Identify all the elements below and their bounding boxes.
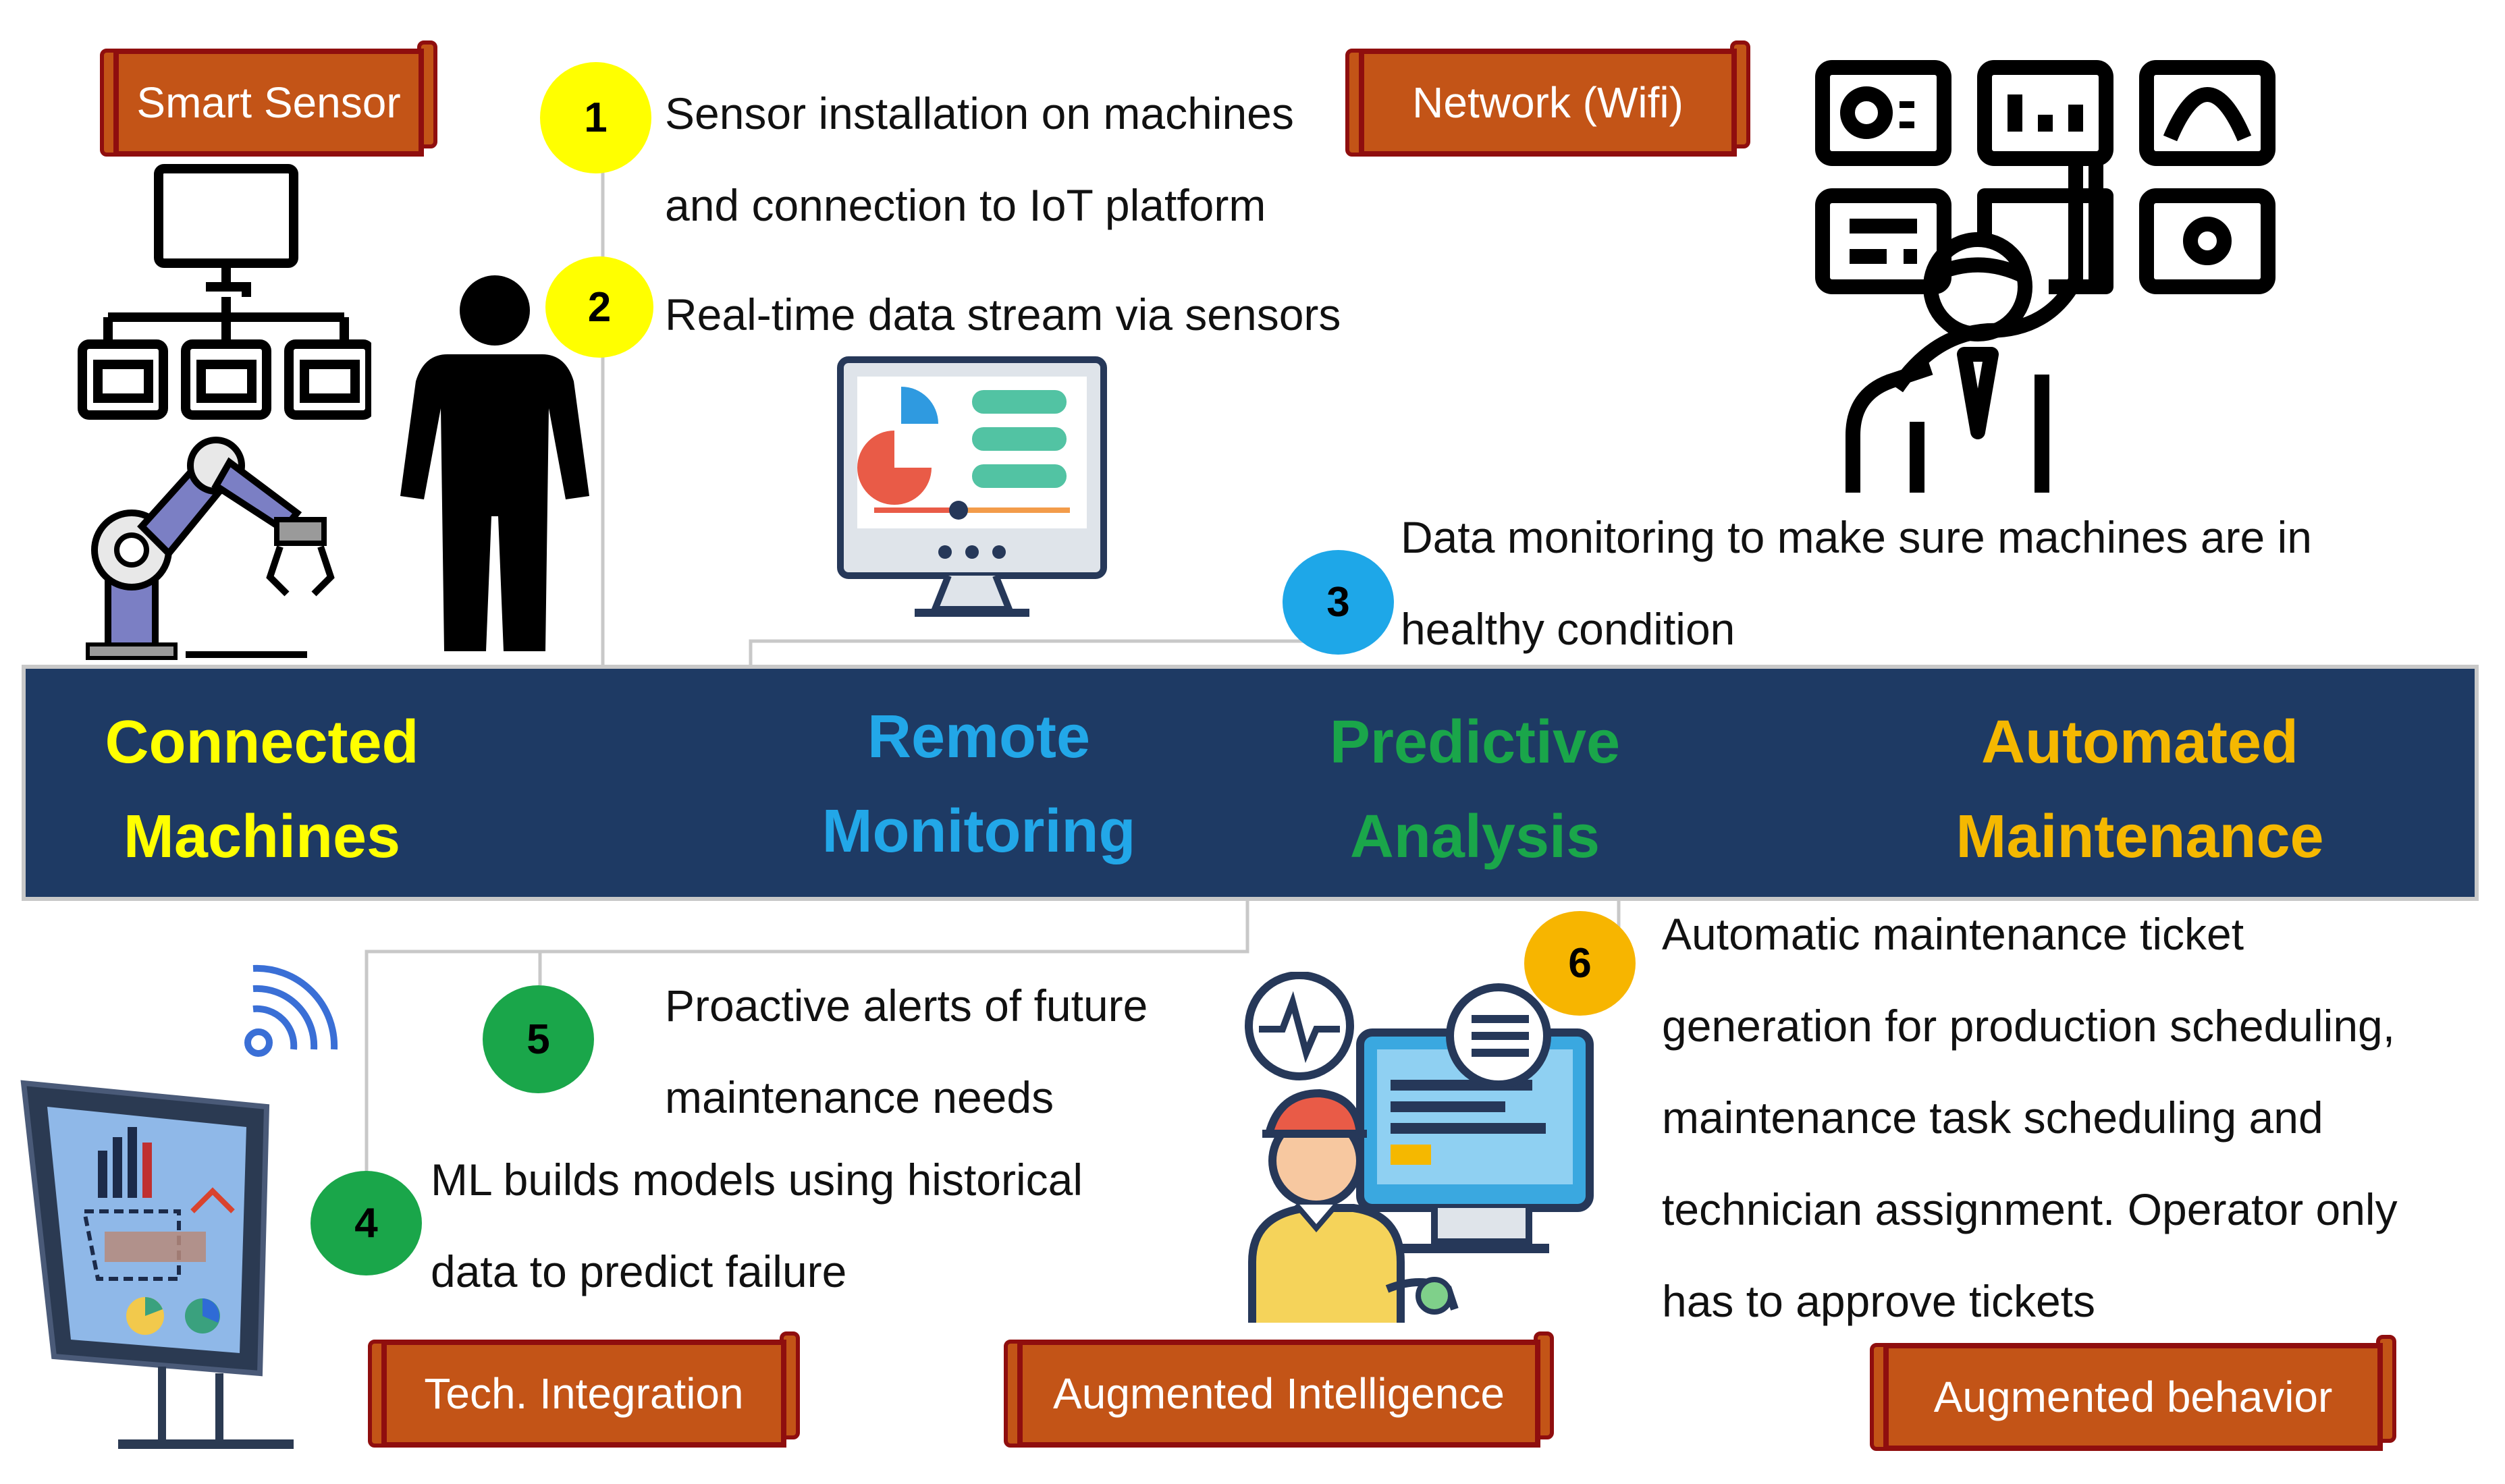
banner-augmented-behavior: Augmented behavior — [1870, 1335, 2396, 1451]
banner-augmented-intelligence: Augmented Intelligence — [1004, 1331, 1554, 1448]
step-1-text: Sensor installation on machines and conn… — [665, 67, 1294, 251]
badge-step-6: 6 — [1524, 911, 1636, 1016]
step-6-line5: has to approve tickets — [1662, 1276, 2096, 1326]
person-silhouette-icon — [400, 275, 589, 651]
banner-network-label: Network (Wifi) — [1359, 49, 1737, 157]
presenter-dashboard-icon — [1815, 60, 2275, 493]
robot-arm-network-icon — [78, 164, 371, 660]
step-4-line2: data to predict failure — [431, 1246, 847, 1296]
step-1-line1: Sensor installation on machines — [665, 88, 1294, 138]
step-6-line3: maintenance task scheduling and — [1662, 1093, 2323, 1143]
stage-automated-line1: Automated — [1981, 709, 2298, 776]
banner-network: Network (Wifi) — [1345, 40, 1750, 157]
badge-step-3: 3 — [1283, 550, 1394, 655]
step-6-line2: generation for production scheduling, — [1662, 1001, 2396, 1051]
stage-connected-machines: Connected Machines — [26, 695, 498, 884]
step-3-line2: healthy condition — [1401, 604, 1735, 654]
banner-augmented-intelligence-label: Augmented Intelligence — [1017, 1340, 1540, 1448]
banner-tech-integration: Tech. Integration — [368, 1331, 800, 1448]
stage-predictive-line2: Analysis — [1349, 803, 1600, 871]
banner-augmented-behavior-label: Augmented behavior — [1883, 1343, 2383, 1451]
step-5-line2: maintenance needs — [665, 1072, 1054, 1122]
stage-remote-monitoring: Remote Monitoring — [743, 690, 1215, 879]
badge-step-2: 2 — [545, 256, 653, 358]
step-2-text: Real-time data stream via sensors — [665, 269, 1341, 360]
stage-connected-line2: Machines — [123, 803, 401, 871]
wifi-signal-icon — [244, 964, 338, 1057]
step-5-text: Proactive alerts of future maintenance n… — [665, 960, 1148, 1143]
badge-step-1: 1 — [540, 62, 651, 173]
process-band — [22, 665, 2479, 901]
step-4-text: ML builds models using historical data t… — [431, 1134, 1083, 1317]
stage-predictive-line1: Predictive — [1329, 709, 1621, 776]
stage-connected-line1: Connected — [105, 709, 419, 776]
step-3-line1: Data monitoring to make sure machines ar… — [1401, 512, 2312, 562]
banner-smart-sensor: Smart Sensor — [100, 40, 437, 157]
badge-step-4: 4 — [311, 1171, 422, 1275]
stage-automated-maintenance: Automated Maintenance — [1904, 695, 2376, 884]
banner-tech-integration-label: Tech. Integration — [381, 1340, 786, 1448]
stage-remote-line1: Remote — [867, 703, 1091, 771]
stage-remote-line2: Monitoring — [821, 798, 1136, 865]
step-4-line1: ML builds models using historical — [431, 1155, 1083, 1205]
stage-predictive-analysis: Predictive Analysis — [1239, 695, 1711, 884]
step-2-line1: Real-time data stream via sensors — [665, 290, 1341, 339]
banner-smart-sensor-label: Smart Sensor — [113, 49, 424, 157]
step-6-line1: Automatic maintenance ticket — [1662, 909, 2244, 959]
technician-computer-icon — [1245, 972, 1594, 1323]
step-5-line1: Proactive alerts of future — [665, 981, 1148, 1030]
stage-automated-line2: Maintenance — [1956, 803, 2324, 871]
step-6-text: Automatic maintenance ticket generation … — [1662, 888, 2398, 1347]
dashboard-monitor-icon — [837, 356, 1107, 617]
analytics-monitor-icon — [20, 1080, 294, 1449]
step-1-line2: and connection to IoT platform — [665, 180, 1266, 230]
step-3-text: Data monitoring to make sure machines ar… — [1401, 491, 2312, 675]
badge-step-5: 5 — [483, 985, 594, 1093]
step-6-line4: technician assignment. Operator only — [1662, 1184, 2398, 1234]
